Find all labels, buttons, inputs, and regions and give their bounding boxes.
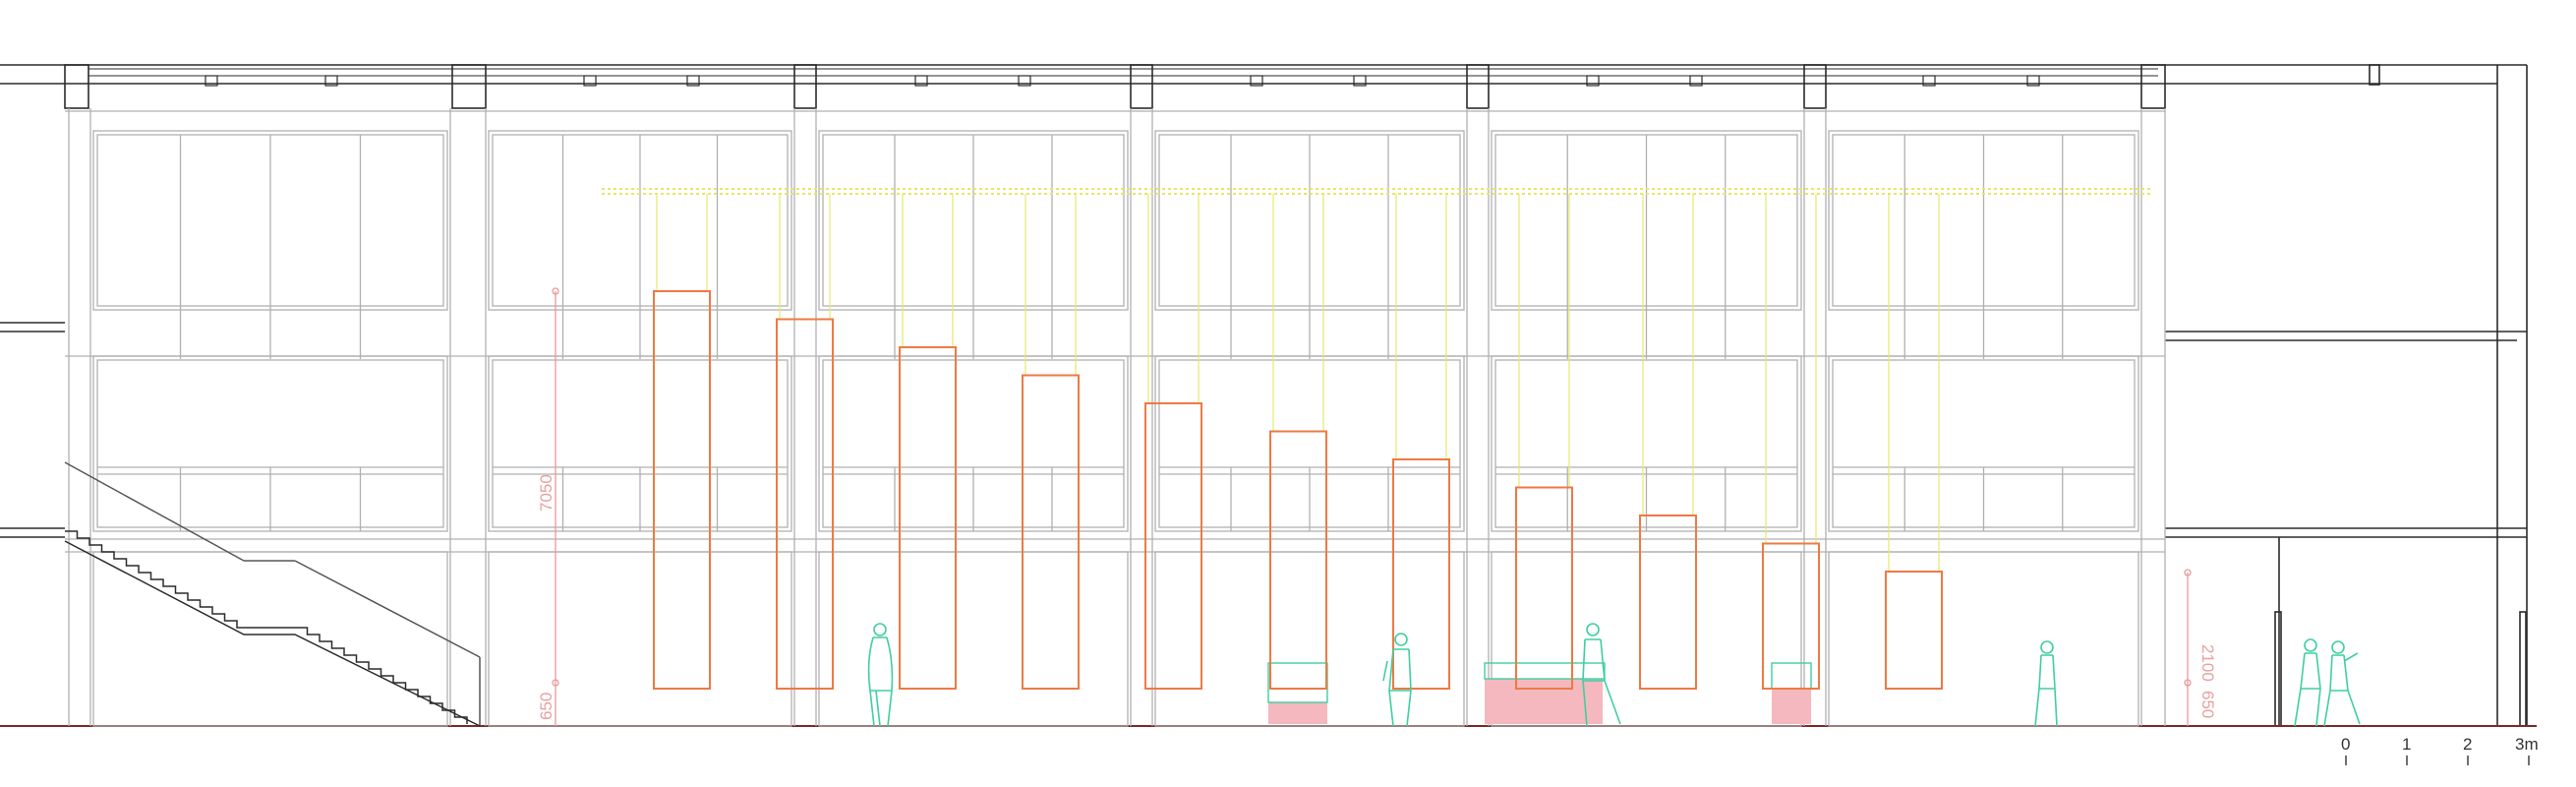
hanging-panel — [776, 318, 834, 690]
hanging-panel — [1885, 571, 1943, 690]
column-head — [1803, 64, 1827, 109]
display-base — [1772, 689, 1811, 724]
window-frame — [488, 551, 792, 727]
roof-hangers — [205, 75, 2040, 87]
window-frame — [92, 551, 448, 727]
dimension-tick — [2184, 569, 2192, 576]
person-silhouette-icon — [867, 623, 894, 727]
person-silhouette-icon — [1582, 623, 1621, 727]
right-post — [2274, 611, 2282, 727]
curtain-wall — [65, 108, 2166, 727]
scale-label-1: 1 — [2402, 735, 2411, 754]
hanging-panel — [1392, 458, 1450, 690]
dimension-right — [2184, 569, 2192, 726]
display-base — [1268, 702, 1327, 724]
stair-soffit — [64, 540, 481, 727]
hanging-panel — [1515, 486, 1573, 690]
staircase — [64, 461, 481, 727]
roof-bracket — [914, 75, 928, 87]
column-head — [793, 64, 817, 109]
hanging-panel — [1022, 374, 1080, 690]
hanging-panel — [1144, 402, 1202, 690]
roof-bracket — [1922, 75, 1936, 87]
roof-bracket — [1018, 75, 1031, 87]
roof-bracket — [1689, 75, 1703, 87]
roof-bracket — [2026, 75, 2040, 87]
scale-label-0: 0 — [2341, 735, 2350, 754]
scale-label-3m: 3m — [2515, 735, 2539, 754]
dimension-tick — [552, 679, 559, 687]
column-head — [1130, 64, 1153, 109]
column-head — [1466, 64, 1490, 109]
person-silhouette-icon — [2034, 640, 2058, 727]
dimension-tick — [2184, 679, 2192, 687]
hanging-panel — [653, 290, 711, 690]
dimension-label-right-total: 2100 — [2198, 644, 2217, 682]
column-head — [2140, 64, 2166, 109]
hanging-panels — [653, 290, 1943, 690]
hanging-panel — [899, 346, 957, 690]
roof-bracket — [686, 75, 700, 87]
scale-label-2: 2 — [2463, 735, 2472, 754]
structure — [0, 64, 2537, 727]
parapet — [2369, 64, 2380, 86]
window-frame — [1828, 551, 2139, 727]
roof-bracket — [583, 75, 597, 87]
roof-bracket — [1586, 75, 1600, 87]
person-silhouette-icon — [2294, 638, 2321, 727]
dimension-tick — [552, 287, 559, 295]
stair-steps — [65, 530, 468, 724]
column-head — [64, 64, 89, 109]
stair-rail — [294, 560, 481, 658]
roof-bracket — [1353, 75, 1367, 87]
dimension-label-left-total: 7050 — [537, 474, 556, 512]
right-post — [2519, 611, 2527, 727]
dimension-left — [552, 287, 559, 726]
display-table — [1267, 662, 1328, 703]
hanging-panel — [1639, 515, 1697, 690]
hanging-panel — [1269, 430, 1327, 690]
dimension-label-left-base: 650 — [537, 693, 556, 720]
hanging-panel — [1762, 542, 1820, 690]
display-bases — [1267, 662, 1812, 724]
scale-bar — [2345, 756, 2530, 765]
roof-bracket — [205, 75, 218, 87]
display-table — [1771, 662, 1812, 690]
window-frame — [818, 551, 1129, 727]
person-silhouette-icon — [1382, 633, 1412, 727]
column-head — [451, 64, 487, 109]
hangers — [602, 188, 2153, 572]
people — [867, 623, 2361, 727]
stair-rail — [64, 461, 245, 562]
roof-bracket — [1250, 75, 1263, 87]
person-silhouette-icon — [2323, 640, 2361, 727]
roof-bracket — [324, 75, 338, 87]
dimension-label-right-base: 650 — [2198, 691, 2217, 718]
display-table — [1484, 662, 1606, 680]
